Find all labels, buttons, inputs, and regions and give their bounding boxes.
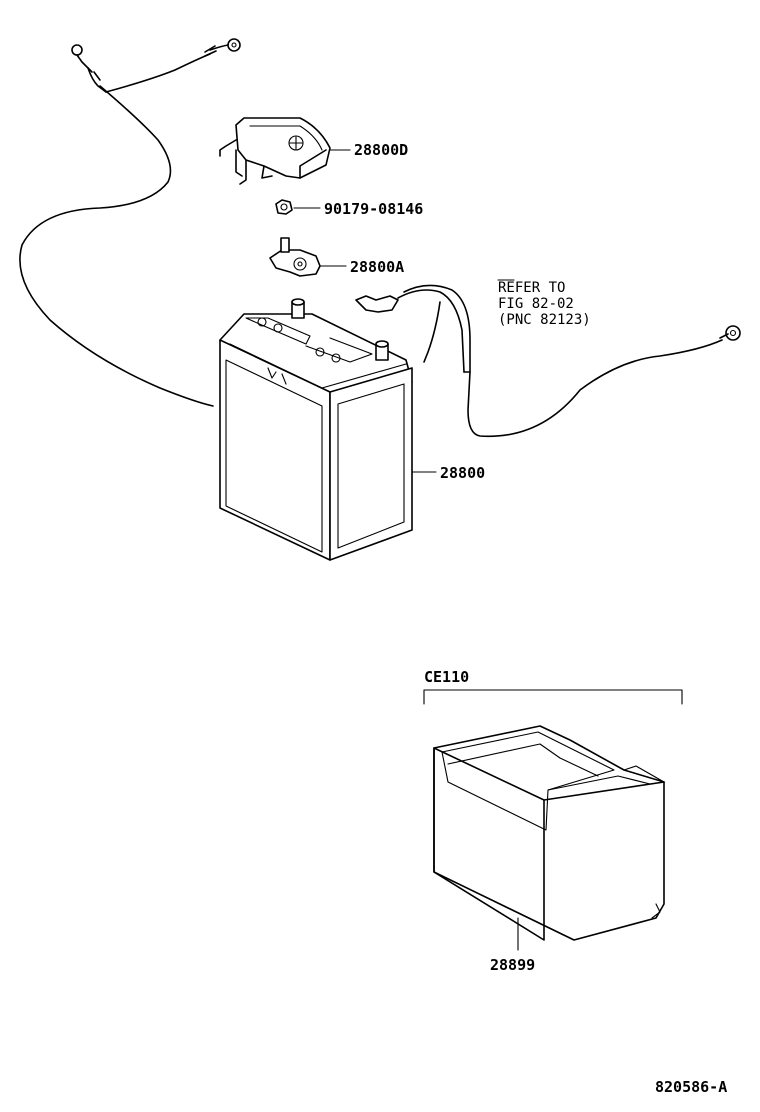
negative-cable xyxy=(19,38,241,407)
terminal-cover-28800D: 28800D xyxy=(219,117,408,185)
label-28800: 28800 xyxy=(440,464,485,482)
label-28899: 28899 xyxy=(490,956,535,974)
label-28800A: 28800A xyxy=(350,258,404,276)
label-ce110: CE110 xyxy=(424,668,469,686)
terminal-clamp-28800A: 28800A xyxy=(269,237,404,277)
reference-line-1: REFER TO xyxy=(498,280,565,296)
battery-28800: 28800 xyxy=(219,298,485,561)
figure-code: 820586-A xyxy=(655,1078,727,1096)
nut-90179-08146: 90179-08146 xyxy=(275,199,423,218)
label-28800D: 28800D xyxy=(354,141,408,159)
positive-cable xyxy=(355,284,741,438)
reference-note: REFER TO FIG 82-02 (PNC 82123) xyxy=(497,279,591,328)
label-90179-08146: 90179-08146 xyxy=(324,200,423,218)
battery-tray-28899: 28899 xyxy=(433,725,665,974)
reference-line-2: FIG 82-02 xyxy=(498,296,574,312)
reference-line-3: (PNC 82123) xyxy=(498,312,591,328)
group-bracket-ce110: CE110 xyxy=(423,668,683,705)
